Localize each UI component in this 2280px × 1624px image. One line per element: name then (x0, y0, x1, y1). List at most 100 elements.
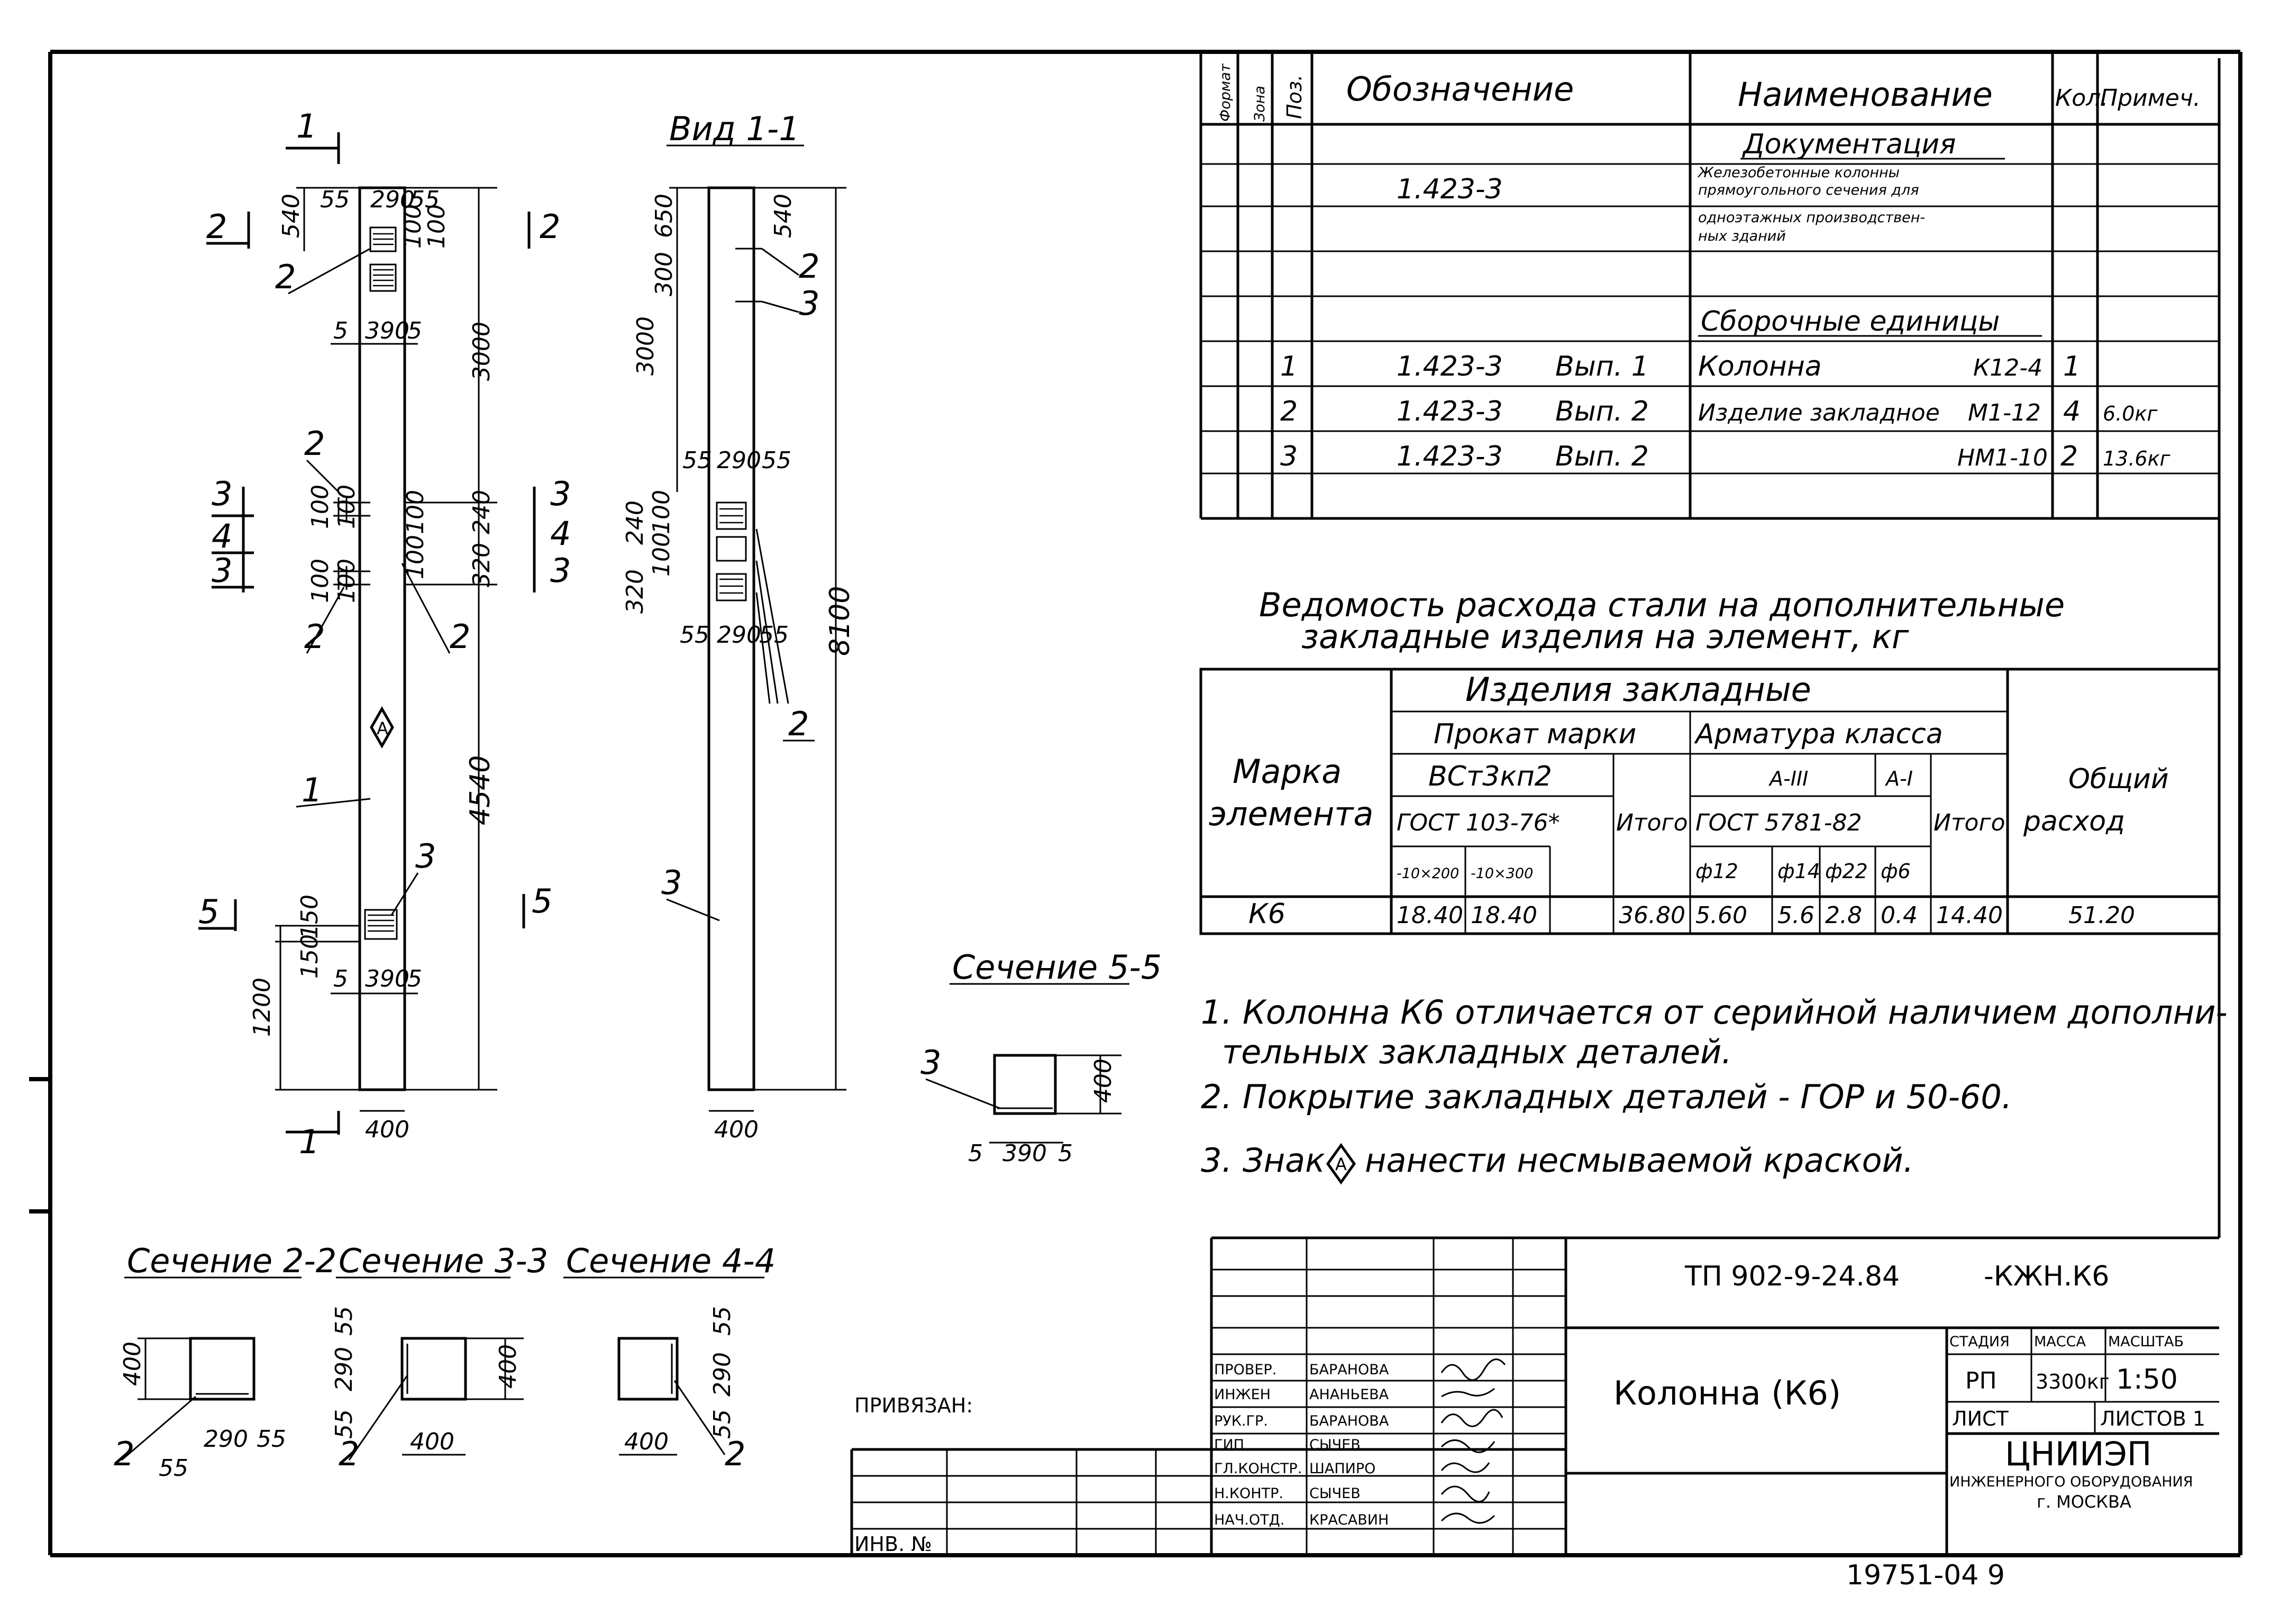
svg-text:2: 2 (540, 207, 560, 246)
svg-text:4: 4 (212, 517, 232, 555)
svg-text:3: 3 (661, 863, 682, 902)
svg-text:290: 290 (370, 186, 415, 213)
svg-text:390: 390 (1002, 1140, 1047, 1167)
steel-row-k6: К6 18.40 18.40 36.80 5.60 5.6 2.8 0.4 14… (1248, 898, 2135, 930)
svg-text:Вып. 2: Вып. 2 (1555, 396, 1649, 427)
specification-table: Формат Зона Поз. Обозначение Наименовани… (1199, 52, 2219, 520)
svg-text:400: 400 (624, 1428, 669, 1455)
svg-text:290: 290 (717, 622, 761, 649)
svg-text:5.60: 5.60 (1695, 902, 1747, 929)
svg-text:150: 150 (296, 895, 323, 939)
svg-text:ГИП: ГИП (1214, 1437, 1244, 1453)
svg-text:18.40: 18.40 (1471, 902, 1537, 929)
svg-text:400: 400 (714, 1116, 759, 1143)
svg-text:г. МОСКВА: г. МОСКВА (2037, 1492, 2131, 1512)
svg-text:2: 2 (450, 617, 470, 656)
svg-text:3: 3 (212, 475, 232, 513)
svg-text:МАССА: МАССА (2034, 1334, 2086, 1350)
svg-text:СТАДИЯ: СТАДИЯ (1949, 1334, 2010, 1350)
spec-header-zone: Зона (1252, 86, 1268, 122)
svg-text:100: 100 (423, 204, 450, 249)
svg-text:14.40: 14.40 (1936, 902, 2003, 929)
steel-table: Ведомость расхода стали на дополнительны… (1199, 586, 2221, 935)
svg-text:прямоугольного сечения для: прямоугольного сечения для (1698, 182, 1919, 198)
svg-text:расход: расход (2023, 806, 2125, 837)
svg-text:ф22: ф22 (1825, 860, 1868, 883)
note-2: 2. Покрытие закладных деталей - ГОР и 50… (1201, 1078, 2012, 1116)
svg-text:1: 1 (302, 771, 322, 809)
svg-text:3: 3 (550, 475, 571, 513)
spec-row-3: 3 1.423-3 Вып. 2 НМ1-10 2 13.6кг (1280, 441, 2171, 472)
svg-text:РУК.ГР.: РУК.ГР. (1214, 1413, 1268, 1429)
svg-text:100: 100 (648, 490, 675, 534)
svg-text:К6: К6 (1248, 898, 1285, 930)
doc-code: ТП 902-9-24.84 (1684, 1261, 1900, 1292)
svg-text:элемента: элемента (1209, 795, 1373, 833)
svg-text:МАСШТАБ: МАСШТАБ (2108, 1334, 2184, 1350)
svg-text:13.6кг: 13.6кг (2103, 447, 2171, 470)
svg-text:1: 1 (296, 107, 317, 145)
note-1b: тельных закладных деталей. (1222, 1033, 1732, 1071)
svg-text:55: 55 (331, 1409, 358, 1439)
svg-text:ГЛ.КОНСТР.: ГЛ.КОНСТР. (1214, 1461, 1302, 1477)
svg-text:55: 55 (682, 447, 712, 474)
svg-text:КРАСАВИН: КРАСАВИН (1309, 1512, 1389, 1528)
svg-text:ф12: ф12 (1695, 860, 1738, 883)
svg-text:Сечение 4-4: Сечение 4-4 (566, 1242, 776, 1280)
svg-text:2: 2 (2060, 441, 2078, 472)
svg-text:4: 4 (2063, 396, 2081, 427)
svg-text:390: 390 (365, 317, 409, 344)
sheet-frame (29, 50, 2242, 1557)
svg-text:100: 100 (399, 204, 426, 249)
svg-text:290: 290 (709, 1352, 736, 1397)
svg-text:Сечение 3-3: Сечение 3-3 (339, 1242, 548, 1280)
svg-text:Марка: Марка (1233, 752, 1342, 791)
svg-text:6.0кг: 6.0кг (2103, 402, 2158, 425)
doc-suffix: -КЖН.К6 (1984, 1261, 2109, 1292)
svg-text:1.423-3: 1.423-3 (1397, 351, 1503, 382)
svg-text:400: 400 (119, 1342, 146, 1386)
svg-text:ЛИСТОВ 1: ЛИСТОВ 1 (2100, 1407, 2205, 1430)
svg-text:3000: 3000 (468, 322, 495, 381)
svg-text:320: 320 (468, 543, 495, 587)
svg-text:400: 400 (365, 1116, 409, 1143)
svg-text:1: 1 (2063, 351, 2081, 382)
svg-text:2: 2 (339, 1435, 359, 1473)
section-2-2: Сечение 2-2 400 2 55 290 55 (114, 1242, 336, 1482)
svg-text:ГОСТ 5781-82: ГОСТ 5781-82 (1695, 809, 1862, 836)
spec-header-format: Формат (1217, 63, 1234, 122)
steel-title-1: Ведомость расхода стали на дополнительны… (1259, 586, 2065, 624)
svg-text:А-III: А-III (1768, 767, 1808, 790)
svg-text:Колонна: Колонна (1698, 351, 1822, 382)
svg-text:55: 55 (709, 1409, 736, 1439)
svg-text:Изделие закладное: Изделие закладное (1698, 399, 1940, 426)
svg-text:18.40: 18.40 (1397, 902, 1463, 929)
svg-text:-10×200: -10×200 (1397, 865, 1459, 882)
svg-text:ВСт3кп2: ВСт3кп2 (1428, 761, 1552, 792)
svg-text:400: 400 (495, 1344, 522, 1389)
svg-text:100: 100 (307, 559, 334, 603)
svg-text:2.8: 2.8 (1825, 902, 1862, 929)
svg-text:Итого: Итого (1616, 809, 1688, 836)
svg-text:390: 390 (365, 965, 409, 992)
svg-text:400: 400 (410, 1428, 454, 1455)
svg-text:1.423-3: 1.423-3 (1397, 441, 1503, 472)
side-view: Вид 1-1 8100 650 300 3000 540 2 3 55 290… (622, 110, 856, 1143)
side-embedded-2 (719, 578, 743, 594)
svg-text:5.6: 5.6 (1777, 902, 1814, 929)
svg-text:400: 400 (1090, 1059, 1117, 1103)
svg-text:100: 100 (333, 559, 360, 603)
svg-text:Сечение 2-2: Сечение 2-2 (127, 1242, 336, 1280)
svg-text:1: 1 (1280, 351, 1298, 382)
svg-text:2: 2 (1280, 396, 1298, 427)
svg-text:СЫЧЕВ: СЫЧЕВ (1309, 1485, 1361, 1502)
svg-text:5: 5 (198, 892, 219, 931)
svg-text:1: 1 (299, 1123, 320, 1161)
svg-text:5: 5 (333, 317, 348, 344)
svg-text:Итого: Итого (1934, 809, 2005, 836)
stage-value: РП (1965, 1367, 1997, 1394)
title-block: ПРИВЯЗАН: ИНВ. № ПРОВЕР. БАРАНОВА ИНЖЕН … (850, 1236, 2219, 1591)
embedded-part-top-2 (373, 269, 394, 287)
svg-text:51.20: 51.20 (2068, 902, 2135, 929)
